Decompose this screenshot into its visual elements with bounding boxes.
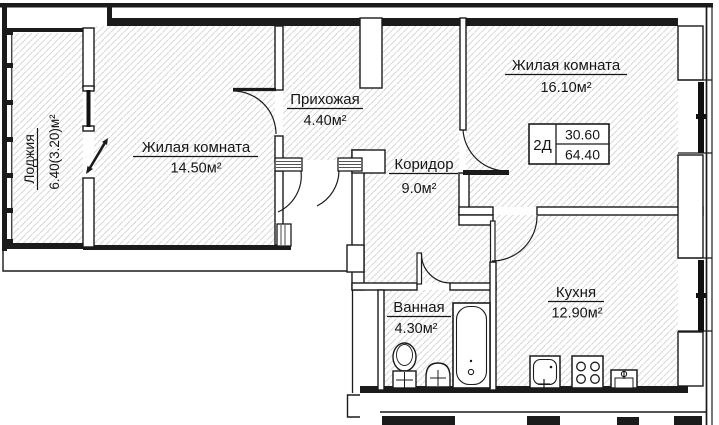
stove	[571, 355, 604, 389]
living2-door	[462, 129, 510, 175]
room-area-living1: 14.50м²	[170, 161, 221, 177]
top-outer-wall	[0, 3, 713, 8]
room-area-corridor: 9.0м²	[402, 181, 437, 197]
room-label-kitchen: Кухня	[556, 284, 596, 301]
closet-door-right-swing	[316, 170, 340, 207]
living-area-value: 30.60	[565, 127, 600, 143]
loggia-left-wall	[2, 7, 7, 251]
landing-outline	[2, 251, 347, 272]
door-frames	[274, 157, 363, 247]
loggia-floor	[13, 33, 83, 243]
room-area-kitchen: 12.90м²	[551, 306, 602, 322]
room-label-loggia: Лоджия	[21, 134, 37, 184]
loggia-top-wall	[7, 28, 88, 32]
bathroom-sink	[425, 362, 451, 388]
entry-door-frame	[276, 223, 292, 247]
loggia-bottom-wall	[2, 243, 88, 249]
doors	[86, 87, 538, 285]
room-area-hallway: 4.40м²	[303, 113, 346, 129]
living2-floor	[466, 26, 678, 207]
fixtures	[392, 302, 638, 389]
site-outlines	[2, 3, 713, 425]
room-labels: Лоджия 6.40(3.20)м² Жилая комната 14.50м…	[21, 57, 627, 337]
outer-walls	[0, 3, 713, 393]
living1-floor	[94, 26, 275, 245]
kitchen-door	[489, 215, 538, 263]
room-area-bathroom: 4.30м²	[394, 321, 437, 337]
room-label-corridor: Коридор	[394, 156, 453, 173]
room-area-living2: 16.10м²	[540, 80, 591, 96]
living1-door	[232, 87, 277, 135]
south-wall	[360, 386, 688, 393]
room-label-living2: Жилая комната	[512, 57, 621, 74]
kitchen-sink	[529, 355, 561, 389]
loggia-window	[86, 90, 91, 127]
toilet	[392, 342, 417, 389]
apartment-info-table: 2Д 30.60 64.40	[528, 123, 610, 165]
closet-door-left-swing	[277, 170, 302, 213]
apartment-type-label: 2Д	[533, 137, 552, 154]
room-label-bathroom: Ванная	[393, 299, 444, 316]
closet-door-frame-left	[274, 157, 303, 172]
room-area-loggia: 6.40(3.20)м²	[47, 114, 62, 190]
bathtub	[452, 302, 491, 389]
room-label-hallway: Прихожая	[290, 91, 360, 108]
bathroom-door	[416, 252, 451, 285]
kitchen-appliance	[610, 369, 638, 389]
total-area-value: 64.40	[565, 147, 600, 163]
closet-door-frame-right	[337, 157, 363, 172]
living1-south-wall	[83, 245, 291, 250]
north-wall	[107, 18, 678, 26]
balcony-door-arrow	[86, 138, 108, 174]
hall-corridor-floor	[283, 26, 493, 283]
room-label-living1: Жилая комната	[142, 139, 251, 156]
